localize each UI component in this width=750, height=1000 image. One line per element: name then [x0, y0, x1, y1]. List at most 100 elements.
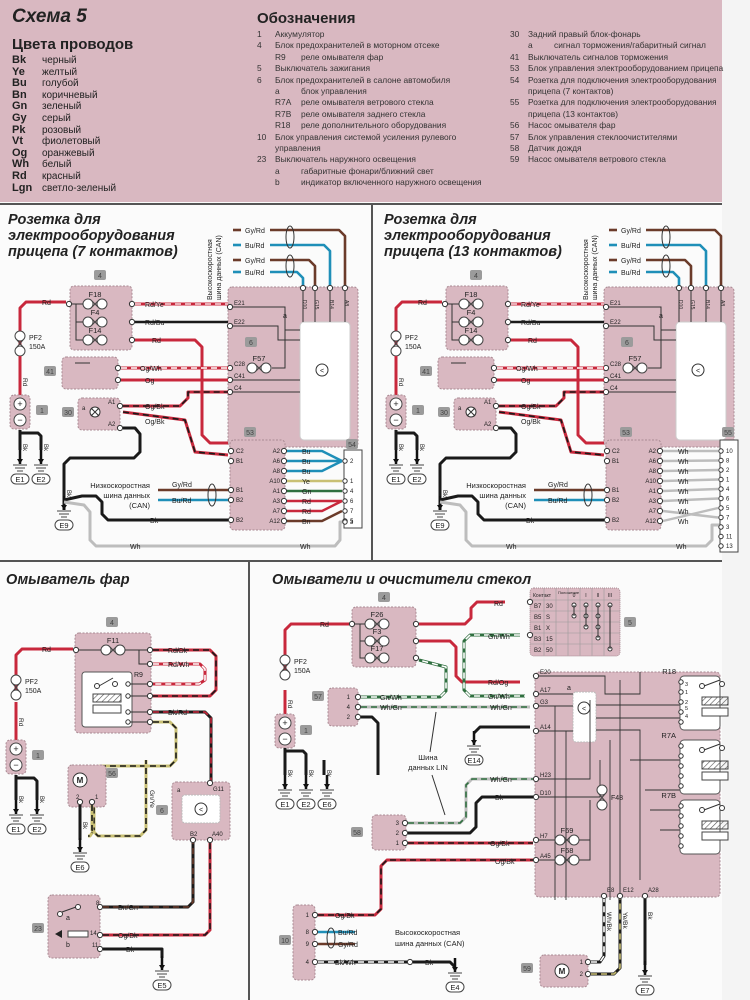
- pin-label: E22: [234, 320, 245, 326]
- can-wire: [646, 258, 693, 288]
- legend-number: 10: [257, 131, 267, 142]
- fuse-icon: [16, 339, 24, 348]
- wire-label: Og/Bk: [495, 859, 515, 866]
- wire-label: Bk: [150, 518, 159, 525]
- pin-terminal: [584, 958, 592, 966]
- pin-terminal: [311, 911, 319, 919]
- pin-label: A2: [484, 422, 492, 428]
- pin-label: A45: [540, 854, 551, 860]
- relay-resistor-icon: [701, 831, 729, 841]
- ground-label-box: [31, 473, 51, 485]
- fuse-label: F26: [371, 610, 384, 619]
- twisted-pair-icon: [661, 225, 671, 249]
- wire-label: Og/Bk: [145, 404, 165, 411]
- fuse-icon: [373, 654, 381, 662]
- wire-color-name: голубой: [42, 78, 79, 90]
- pin-terminal: [504, 318, 512, 326]
- wire-label: Rd: [494, 601, 503, 608]
- pin-label: A8: [273, 469, 281, 475]
- wire-label: Gn/Wh: [380, 695, 402, 702]
- wire-label: Bu/Rd: [172, 498, 192, 505]
- ground-label-box: [407, 473, 427, 485]
- component-badge: [521, 963, 533, 973]
- pin-label: A10: [269, 479, 280, 485]
- component-number: 53: [622, 430, 630, 437]
- pin-label: 2: [580, 972, 584, 978]
- wire-label: Bu: [302, 469, 311, 476]
- ground-label: E1: [391, 475, 400, 484]
- wire-label: Bn: [302, 519, 311, 526]
- pin-terminal: [718, 476, 724, 483]
- can-wire-label: Bu/Rd: [245, 243, 265, 250]
- pin-label: 14: [90, 931, 97, 937]
- fuse-rating: 150A: [29, 344, 46, 351]
- pin-terminal: [227, 486, 235, 494]
- wire-stripe: [591, 899, 621, 975]
- ground-label-box: [10, 473, 30, 485]
- pin-terminal: [718, 514, 724, 521]
- pin-terminal: [128, 300, 136, 308]
- pin-terminal: [125, 681, 131, 687]
- legend-sub-code: a: [275, 86, 280, 97]
- component-badge: [312, 691, 324, 701]
- table-cell: S: [546, 615, 550, 621]
- pin-terminal: [717, 284, 725, 292]
- component-badge: [621, 337, 633, 347]
- pin-terminal: [72, 646, 80, 654]
- wire-label: Wh/Gn: [490, 777, 512, 784]
- pin-label: E8: [607, 888, 615, 894]
- pin-terminal: [532, 702, 540, 710]
- wire-stripe: [463, 634, 525, 697]
- table-cell: 50: [546, 648, 553, 654]
- motor-label: M: [559, 967, 566, 976]
- internal-line: [609, 379, 676, 393]
- pin-terminal: [227, 516, 235, 524]
- wire-color-code: Lgn: [12, 181, 33, 194]
- wire-color-code: Vt: [12, 135, 23, 148]
- relay-label: R7B: [661, 791, 676, 800]
- pin-label: A6: [649, 459, 657, 465]
- pin-label: A7: [649, 509, 657, 515]
- relay-switch-icon: [703, 679, 721, 687]
- pin-terminal: [602, 364, 610, 372]
- can-wire-label: Gy/Rd: [621, 228, 641, 235]
- fuse-terminal: [14, 345, 26, 357]
- wire-label: Bk: [17, 796, 23, 804]
- ground-label-box: [635, 984, 655, 996]
- ground-arrow: [282, 784, 288, 789]
- wire-label: Rd: [42, 300, 51, 307]
- fuse-label: F57: [253, 354, 266, 363]
- legend-number: 1: [257, 29, 262, 39]
- pin-label: C28: [610, 362, 622, 368]
- wire-stripe: [91, 760, 147, 837]
- indicator-diode-icon: [55, 930, 62, 938]
- relay-label: R18: [662, 667, 676, 676]
- pin-terminal: [401, 819, 409, 827]
- wire-bk: [408, 795, 533, 835]
- ground-icon: [410, 464, 424, 472]
- pin-label: B1: [612, 459, 620, 465]
- pin-terminal: [718, 486, 724, 492]
- pin-terminal: [226, 376, 234, 384]
- wire-label: Bk: [526, 518, 535, 525]
- divider-top: [0, 203, 722, 205]
- pin-terminal: [656, 497, 664, 505]
- ground-label: E2: [412, 475, 421, 484]
- ground-icon: [9, 814, 23, 822]
- plus-sign: +: [13, 744, 18, 754]
- pin-label: A1: [108, 400, 116, 406]
- ground-icon: [638, 975, 652, 983]
- wire-color-code: Bk: [12, 54, 27, 66]
- fuse-terminal: [364, 652, 376, 664]
- fuse-terminal: [378, 652, 390, 664]
- fuse-label: F69: [561, 826, 574, 835]
- title-line: Розетка для: [8, 212, 101, 228]
- component-badge: [245, 337, 257, 347]
